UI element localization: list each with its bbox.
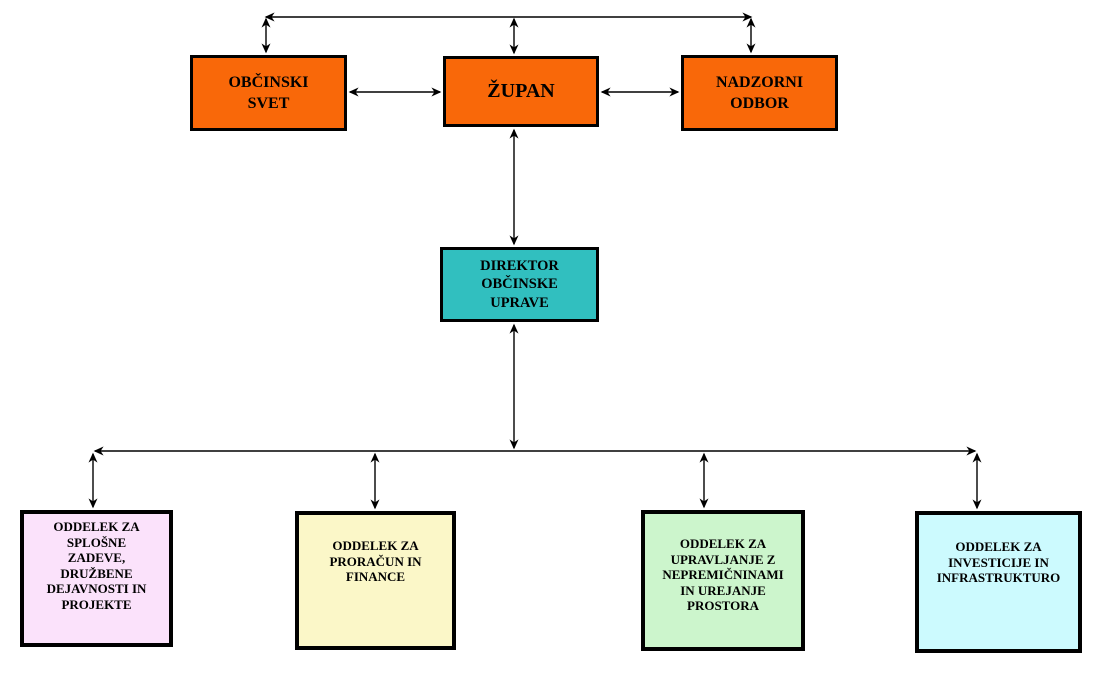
node-dept-nepremicnine-prostor: ODDELEK ZA UPRAVLJANJE Z NEPREMIČNINAMI … xyxy=(641,510,805,651)
label-line: ODDELEK ZA xyxy=(332,538,419,553)
label-line: PRORAČUN IN xyxy=(329,553,422,569)
label-line: PROJEKTE xyxy=(61,596,132,612)
label-line: ODBOR xyxy=(730,95,789,112)
node-nadzorni-odbor-label: NADZORNI ODBOR xyxy=(684,72,835,114)
label-line: INFRASTRUKTURO xyxy=(936,570,1061,585)
label-line: UPRAVE xyxy=(490,294,549,311)
node-dept-proracun-finance: ODDELEK ZA PRORAČUN IN FINANCE xyxy=(295,511,456,650)
label-line: FINANCE xyxy=(345,569,406,584)
label-line: IN UREJANJE xyxy=(680,582,766,598)
label-line: ODDELEK ZA xyxy=(955,539,1042,554)
label-line: DIREKTOR xyxy=(480,257,559,274)
node-direktor-label: DIREKTOR OBČINSKE UPRAVE xyxy=(443,257,596,313)
node-dept-investicije-infrastruktura: ODDELEK ZA INVESTICIJE IN INFRASTRUKTURO xyxy=(915,511,1082,653)
label-line: SPLOŠNE xyxy=(66,534,127,550)
node-direktor-obcinske-uprave: DIREKTOR OBČINSKE UPRAVE xyxy=(440,247,599,322)
label-line: ZADEVE, xyxy=(67,550,126,565)
label-line: PROSTORA xyxy=(687,598,759,613)
node-dept-splosne-zadeve: ODDELEK ZA SPLOŠNE ZADEVE, DRUŽBENE DEJA… xyxy=(20,510,173,647)
label-line: INVESTICIJE IN xyxy=(948,554,1049,570)
label-line: DEJAVNOSTI IN xyxy=(46,581,147,596)
label-line: OBČINSKI xyxy=(228,74,309,91)
node-dept-nepremicnine-label: ODDELEK ZA UPRAVLJANJE Z NEPREMIČNINAMI … xyxy=(645,536,801,614)
node-dept-splosne-label: ODDELEK ZA SPLOŠNE ZADEVE, DRUŽBENE DEJA… xyxy=(24,519,169,612)
node-zupan-label: ŽUPAN xyxy=(446,81,596,102)
node-obcinski-svet-label: OBČINSKI SVET xyxy=(193,72,344,114)
label-line: ODDELEK ZA xyxy=(679,536,767,551)
label-line: NEPREMIČNINAMI xyxy=(662,567,784,582)
label-line: ŽUPAN xyxy=(487,80,555,102)
label-line: OBČINSKE xyxy=(481,276,558,293)
node-dept-proracun-label: ODDELEK ZA PRORAČUN IN FINANCE xyxy=(299,538,452,585)
label-line: SVET xyxy=(247,95,290,112)
label-line: ODDELEK ZA xyxy=(53,519,140,534)
node-dept-investicije-label: ODDELEK ZA INVESTICIJE IN INFRASTRUKTURO xyxy=(919,539,1078,586)
label-line: DRUŽBENE xyxy=(60,565,133,581)
label-line: NADZORNI xyxy=(715,74,804,91)
node-nadzorni-odbor: NADZORNI ODBOR xyxy=(681,55,838,131)
label-line: UPRAVLJANJE Z xyxy=(670,551,776,567)
node-obcinski-svet: OBČINSKI SVET xyxy=(190,55,347,131)
node-zupan: ŽUPAN xyxy=(443,56,599,127)
